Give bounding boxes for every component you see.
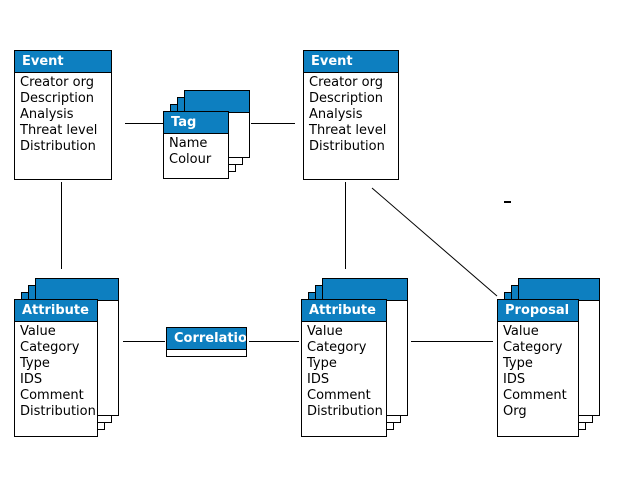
class-node-proposal-title: Proposal <box>498 300 578 322</box>
class-attribute-row: Description <box>20 91 95 106</box>
class-attribute-row: Comment <box>20 388 84 403</box>
class-attribute-row: Creator org <box>309 75 383 90</box>
edge-event-left-to-attribute-left <box>61 182 62 269</box>
class-attribute-row: Comment <box>503 388 567 403</box>
stack-layer-title-bar <box>185 91 249 113</box>
class-node-attribute-left-title: Attribute <box>15 300 97 322</box>
class-attribute-row: Analysis <box>309 107 363 122</box>
class-node-correlation-attributes <box>167 350 246 352</box>
class-attribute-row: Threat level <box>309 123 387 138</box>
class-attribute-row: Type <box>503 356 533 371</box>
edge-event-left-to-tag <box>125 123 163 124</box>
edge-correlation-to-attribute-middle <box>249 341 299 342</box>
class-attribute-row: Org <box>503 404 527 419</box>
edge-attribute-left-to-correlation <box>123 341 165 342</box>
class-node-event-right-title: Event <box>304 51 398 73</box>
edge-attribute-middle-to-proposal <box>411 341 493 342</box>
class-node-attribute-middle-title: Attribute <box>302 300 386 322</box>
class-attribute-row: Distribution <box>20 404 96 419</box>
edge-tag-to-event-right <box>251 123 295 124</box>
class-attribute-row: Category <box>307 340 367 355</box>
class-attribute-row: Distribution <box>20 139 96 154</box>
artifact-stray-dash <box>504 201 511 203</box>
class-attribute-row: Analysis <box>20 107 74 122</box>
class-node-correlation-face[interactable]: Correlation <box>166 327 247 357</box>
class-node-correlation[interactable]: Correlation <box>166 327 247 357</box>
class-attribute-row: IDS <box>20 372 43 387</box>
class-attribute-row: Distribution <box>309 139 385 154</box>
class-attribute-row: IDS <box>503 372 526 387</box>
class-attribute-row: Name <box>169 136 208 151</box>
class-attribute-row: Category <box>503 340 563 355</box>
class-attribute-row: Threat level <box>20 123 98 138</box>
class-attribute-row: Distribution <box>307 404 383 419</box>
class-attribute-row: Value <box>20 324 56 339</box>
stack-layer-title-bar <box>36 279 118 301</box>
stack-layer-title-bar <box>323 279 407 301</box>
class-attribute-row: Value <box>307 324 343 339</box>
class-attribute-row: Colour <box>169 152 212 167</box>
class-node-tag-title: Tag <box>164 112 228 134</box>
edge-event-right-to-attribute-middle <box>345 182 346 269</box>
class-node-correlation-title: Correlation <box>167 328 246 350</box>
class-attribute-row: Comment <box>307 388 371 403</box>
class-attribute-row: IDS <box>307 372 330 387</box>
class-attribute-row: Description <box>309 91 384 106</box>
class-attribute-row: Type <box>20 356 50 371</box>
stack-layer-title-bar <box>519 279 599 301</box>
class-node-event-left-title: Event <box>15 51 111 73</box>
class-attribute-row: Creator org <box>20 75 94 90</box>
class-attribute-row: Type <box>307 356 337 371</box>
class-attribute-row: Value <box>503 324 539 339</box>
class-attribute-row: Category <box>20 340 80 355</box>
